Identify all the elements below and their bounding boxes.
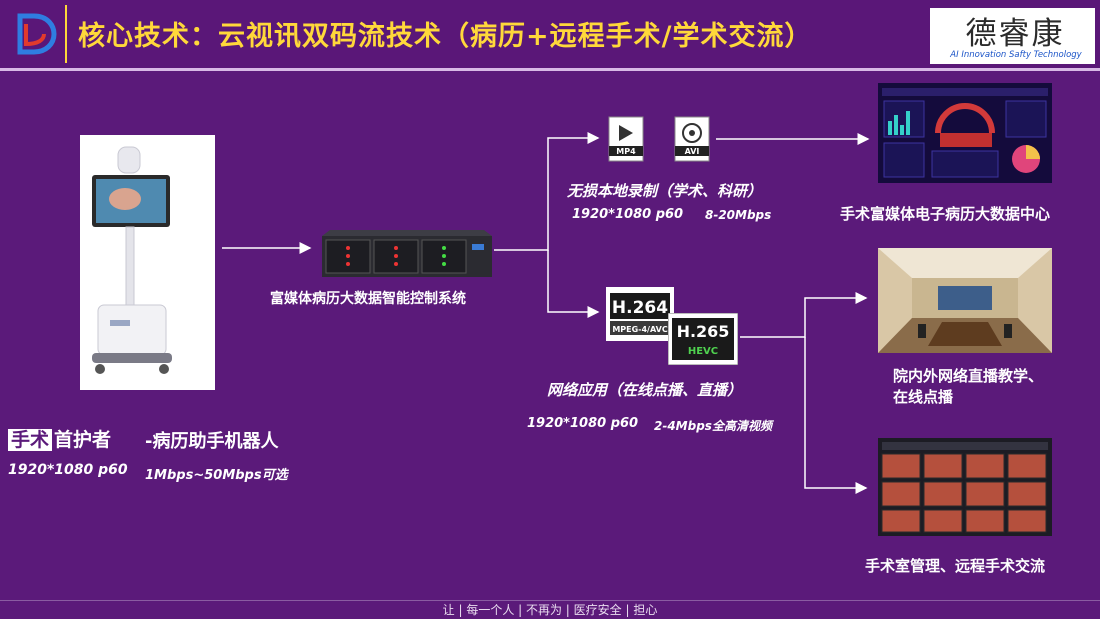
medical-robot-image [80, 135, 215, 390]
mp4-icon-text: MP4 [616, 147, 636, 156]
recording-spec-bitrate: 8-20Mbps [705, 208, 772, 222]
controller-device-image [322, 230, 492, 277]
avi-icon-text: AVI [685, 147, 700, 156]
data-center-label: 手术富媒体电子病历大数据中心 [840, 205, 1051, 223]
robot-spec-resolution: 1920*1080 p60 [8, 462, 128, 478]
live-teaching-label: 院内外网络直播教学、在线点播 [893, 367, 1044, 406]
page-title: 核心技术：云视讯双码流技术（病历+远程手术/学术交流） [78, 21, 813, 52]
robot-spec-bitrate: 1Mbps~50Mbps可选 [145, 468, 288, 483]
mp4-file-icon: MP4 [608, 116, 644, 162]
header-divider [65, 5, 67, 63]
header-bar [0, 0, 1100, 70]
robot-brand-label: 手术首护者 [8, 425, 111, 452]
h265-codec-text: H.265 [677, 322, 730, 341]
footer-divider [0, 600, 1100, 601]
data-center-dashboard-image [878, 83, 1052, 183]
or-management-image [878, 438, 1052, 536]
line-controller-to-network [547, 250, 600, 318]
line-network-branch [740, 292, 868, 338]
h264-codec-logo: H.264 MPEG-4/AVC [606, 287, 674, 341]
network-spec-bitrate: 2-4Mbps全高清视频 [654, 419, 772, 433]
controller-label: 富媒体病历大数据智能控制系统 [270, 291, 466, 307]
network-spec-resolution: 1920*1080 p60 [527, 416, 639, 431]
line-network-to-or [804, 337, 868, 494]
footer-slogan: 让 | 每一个人 | 不再为 | 医疗安全 | 担心 [442, 603, 658, 617]
h264-codec-text: H.264 [612, 298, 668, 318]
line-controller-branch [494, 132, 600, 251]
h264-codec-subtext: MPEG-4/AVC [612, 325, 668, 334]
robot-brand-boxed: 手术 [8, 429, 53, 451]
or-management-label: 手术室管理、远程手术交流 [865, 557, 1046, 575]
recording-label: 无损本地录制（学术、科研） [567, 182, 763, 200]
brand-tagline: AI Innovation Safty Technology [950, 50, 1082, 60]
network-label: 网络应用（在线点播、直播） [547, 381, 743, 399]
recording-spec-resolution: 1920*1080 p60 [572, 207, 684, 222]
company-logo-icon [17, 13, 57, 55]
avi-file-icon: AVI [674, 116, 710, 162]
h265-codec-subtext: HEVC [688, 346, 718, 357]
header-underline [0, 68, 1100, 71]
brand-name: 德睿康 [965, 16, 1065, 52]
h265-codec-logo: H.265 HEVC [668, 313, 738, 365]
robot-brand-text: 首护者 [54, 429, 112, 451]
brand-panel [930, 8, 1095, 64]
robot-name: -病历助手机器人 [145, 431, 279, 452]
conference-room-image [878, 248, 1052, 353]
